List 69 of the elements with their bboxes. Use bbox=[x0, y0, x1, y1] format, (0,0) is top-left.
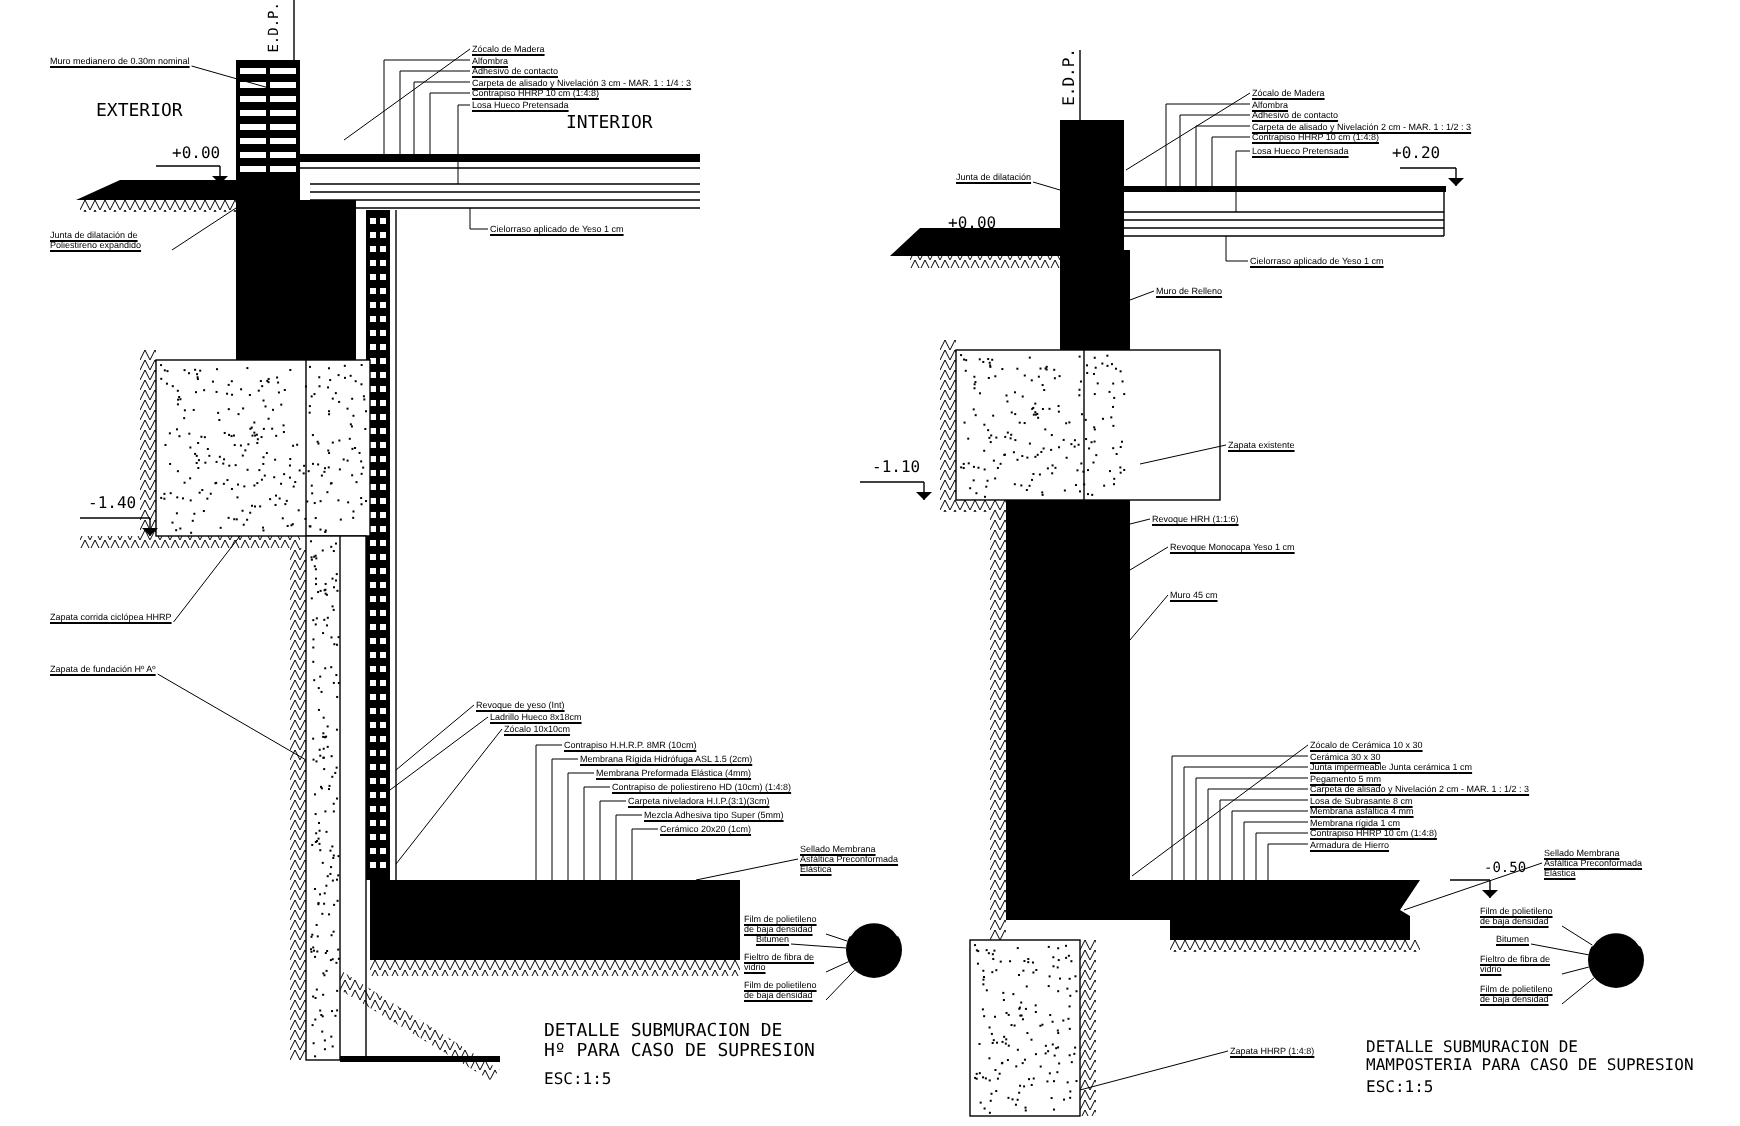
leader-line bbox=[551, 758, 579, 881]
leader-line bbox=[535, 744, 563, 881]
leader-line bbox=[399, 70, 471, 155]
drawing-label: ESC:1:5 bbox=[1366, 1080, 1434, 1098]
leader-line bbox=[191, 65, 277, 91]
detail-title: DETALLE SUBMURACION DE Hº PARA CASO DE SUPRESION bbox=[544, 1024, 815, 1064]
leader-line bbox=[1207, 788, 1309, 881]
leader-line bbox=[1195, 777, 1309, 881]
leader-line bbox=[1255, 832, 1309, 881]
leader-line bbox=[171, 207, 237, 251]
leader-line bbox=[157, 673, 307, 761]
leader-line bbox=[1231, 810, 1309, 881]
leader-line bbox=[469, 207, 489, 230]
leader-line bbox=[825, 933, 848, 942]
leader-line bbox=[599, 800, 627, 881]
leader-line bbox=[1129, 594, 1169, 641]
leader-line bbox=[567, 772, 595, 881]
leader-line bbox=[1125, 92, 1251, 171]
leader-line bbox=[1131, 744, 1309, 877]
detail-title: DETALLE SUBMURACION DE MAMPOSTERIA PARA CASO DE SUPRESION bbox=[1366, 1040, 1694, 1076]
drawing-label: +0.00 bbox=[948, 216, 997, 234]
leader-line bbox=[457, 104, 471, 185]
leader-line bbox=[1179, 114, 1251, 187]
leader-line bbox=[389, 716, 489, 791]
leader-line bbox=[1195, 125, 1251, 187]
leader-line bbox=[1171, 755, 1309, 881]
leader-line bbox=[1211, 136, 1251, 187]
drawing-label: -1.10 bbox=[872, 460, 921, 478]
drawing-label: +0.00 bbox=[172, 146, 221, 164]
leader-line bbox=[395, 728, 503, 865]
membrane-section-drawing bbox=[846, 921, 902, 978]
leader-line bbox=[173, 535, 241, 623]
axis-label: E.D.P. bbox=[1062, 48, 1080, 106]
leader-line bbox=[1032, 181, 1061, 191]
leader-line bbox=[1129, 546, 1169, 571]
leader-line bbox=[1079, 1050, 1229, 1091]
leader-line bbox=[825, 969, 856, 1001]
leader-line bbox=[1219, 799, 1309, 881]
drawing-label: +0.20 bbox=[1392, 146, 1441, 164]
drawing-label: -1.40 bbox=[88, 496, 137, 514]
leader-line bbox=[1530, 943, 1589, 956]
leader-line bbox=[395, 704, 475, 771]
leader-line bbox=[1243, 821, 1309, 881]
leader-line bbox=[583, 786, 611, 881]
leader-line bbox=[1165, 103, 1251, 187]
leader-line bbox=[695, 858, 799, 881]
leader-line bbox=[1267, 843, 1309, 881]
leader-line bbox=[413, 81, 471, 155]
leader-line bbox=[1183, 766, 1309, 881]
leader-line bbox=[631, 828, 659, 881]
leader-line bbox=[1403, 862, 1543, 911]
drawing-label: ESC:1:5 bbox=[544, 1072, 612, 1090]
drawing-label: EXTERIOR bbox=[96, 104, 183, 124]
leader-line bbox=[1235, 150, 1251, 213]
leader-line bbox=[343, 48, 471, 141]
leader-line bbox=[790, 943, 847, 949]
leader-line bbox=[429, 92, 471, 155]
leader-line bbox=[1129, 290, 1155, 301]
membrane-section-drawing bbox=[1588, 931, 1644, 988]
drawing-label: INTERIOR bbox=[566, 116, 653, 136]
leader-line bbox=[1561, 925, 1593, 946]
leader-line bbox=[1225, 235, 1249, 262]
leader-line bbox=[383, 59, 471, 155]
leader-line bbox=[1139, 444, 1227, 465]
leader-line bbox=[1561, 977, 1595, 1005]
leader-line bbox=[825, 961, 850, 973]
leader-line bbox=[615, 814, 643, 881]
leader-line bbox=[1561, 966, 1590, 975]
leader-line bbox=[1129, 518, 1151, 525]
